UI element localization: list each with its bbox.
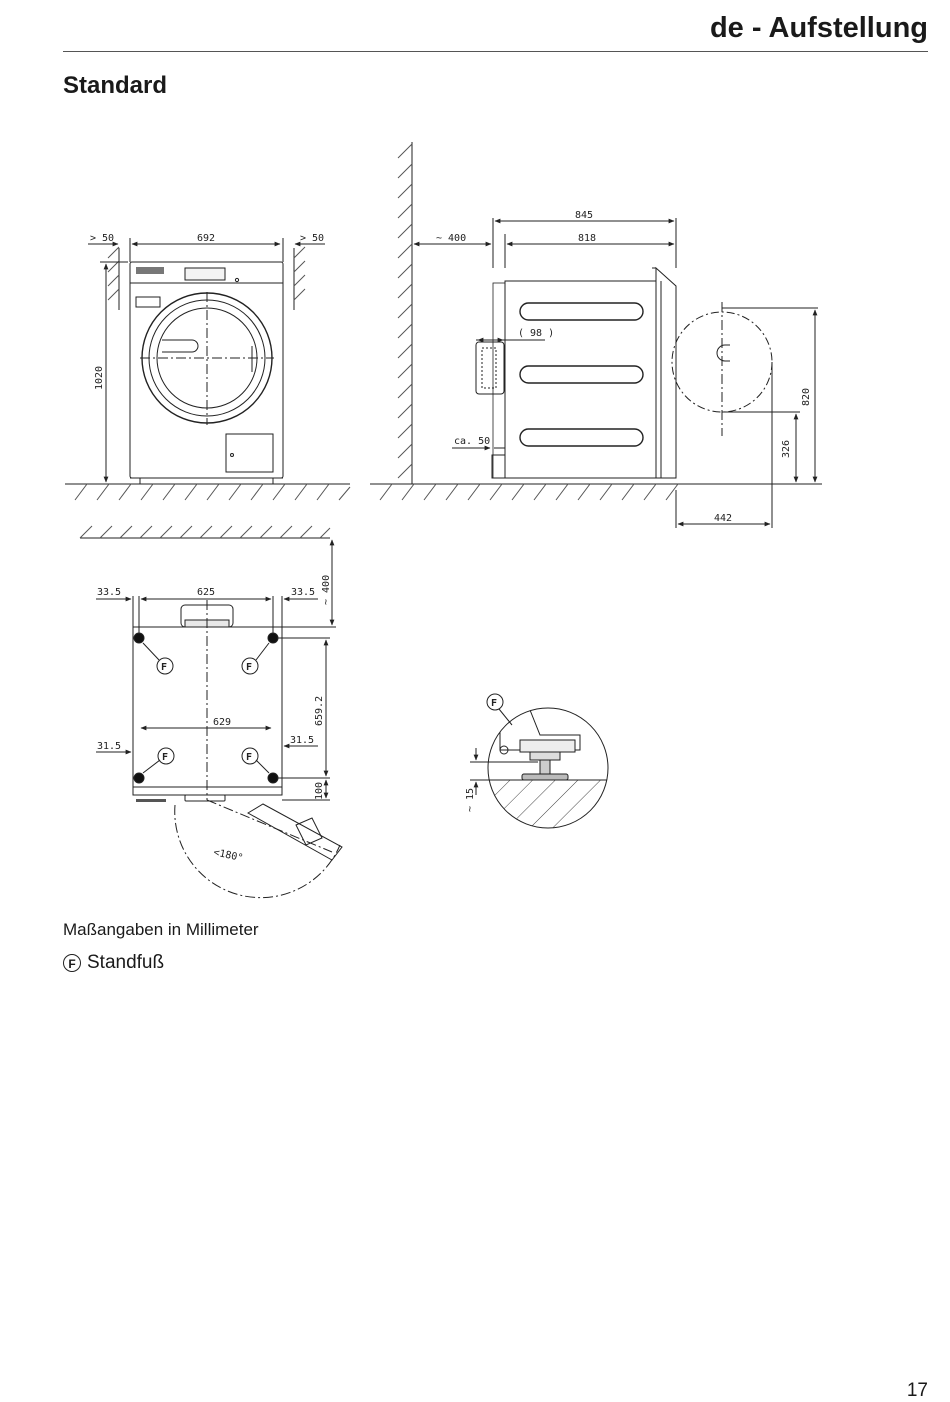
foot-marker-front-left: F — [162, 752, 168, 763]
page-header-title: de - Aufstellung — [709, 12, 928, 44]
side-door-center-height-label: 326 — [781, 440, 792, 458]
legend-label: Standfuß — [87, 952, 165, 973]
side-wall-clearance-label: ~ 400 — [436, 233, 466, 244]
legend: F Standfuß — [63, 952, 164, 974]
front-width-label: 692 — [197, 233, 215, 244]
installation-drawing: > 50 692 > 50 1020 — [65, 142, 822, 899]
top-foot-inset-right-label: 31.5 — [290, 735, 314, 746]
top-side-left-label: 33.5 — [97, 587, 121, 598]
side-overall-depth-label: 845 — [575, 210, 593, 221]
top-front-offset-label: 100 — [314, 782, 325, 800]
side-door-projection-label: ( 98 ) — [518, 328, 554, 339]
front-view — [65, 238, 351, 501]
top-rear-clearance-label: ~ 400 — [321, 575, 332, 605]
front-height-label: 1020 — [94, 366, 105, 390]
top-foot-spacing-rear-label: 625 — [197, 587, 215, 598]
header-divider — [63, 51, 928, 52]
dimensions-caption: Maßangaben in Millimeter — [63, 920, 259, 939]
side-lower-clearance-label: ca. 50 — [454, 436, 490, 447]
front-clearance-right-label: > 50 — [300, 233, 324, 244]
side-body-depth-label: 818 — [578, 233, 596, 244]
top-view — [79, 525, 343, 899]
foot-marker-rear-right: F — [246, 662, 252, 673]
top-door-angle-label: <180° — [212, 847, 244, 864]
page-number: 17 — [906, 1380, 928, 1401]
side-view — [370, 142, 822, 528]
top-side-right-label: 33.5 — [291, 587, 315, 598]
side-door-swing-label: 442 — [714, 513, 732, 524]
foot-detail-view — [470, 693, 609, 829]
detail-foot-marker: F — [491, 698, 497, 709]
top-foot-spacing-front-label: 629 — [213, 717, 231, 728]
side-door-height-label: 820 — [801, 388, 812, 406]
section-title: Standard — [63, 72, 168, 99]
foot-marker-icon: F — [63, 954, 81, 972]
top-foot-inset-left-label: 31.5 — [97, 741, 121, 752]
front-clearance-left-label: > 50 — [90, 233, 114, 244]
foot-marker-front-right: F — [246, 752, 252, 763]
detail-foot-adjust-label: ~ 15 — [465, 788, 476, 812]
foot-marker-rear-left: F — [161, 662, 167, 673]
top-depth-between-feet-label: 659.2 — [314, 696, 325, 726]
